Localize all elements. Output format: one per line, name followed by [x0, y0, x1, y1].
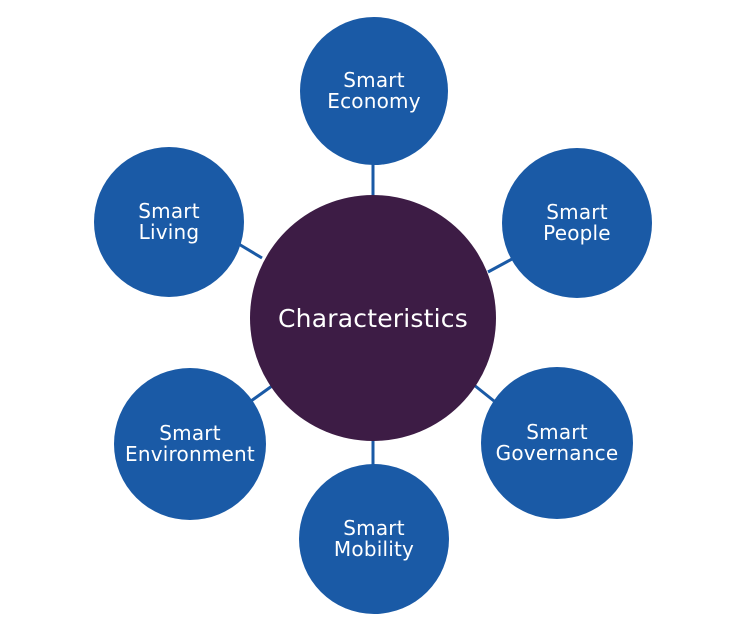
node-label-line2: Environment — [125, 442, 255, 466]
center-node: Characteristics — [250, 195, 496, 441]
node-smart-mobility: Smart Mobility — [299, 464, 449, 614]
node-label-line2: Economy — [327, 89, 421, 113]
node-label-line1: Smart — [159, 421, 221, 445]
node-label-line2: Governance — [495, 441, 619, 465]
node-label-line1: Smart — [138, 199, 200, 223]
node-label-line2: Living — [138, 220, 200, 244]
node-smart-governance: Smart Governance — [481, 367, 633, 519]
node-smart-economy: Smart Economy — [300, 17, 448, 165]
center-label: Characteristics — [278, 303, 468, 333]
connector-people — [487, 257, 513, 274]
node-label-line1: Smart — [526, 420, 588, 444]
connector-living — [236, 241, 263, 260]
node-smart-living: Smart Living — [94, 147, 244, 297]
node-label-line1: Smart — [343, 516, 405, 540]
node-label-line2: Mobility — [333, 537, 415, 561]
connector-governance — [473, 383, 495, 403]
node-smart-people: Smart People — [502, 148, 652, 298]
connector-environment — [250, 384, 273, 403]
node-label-line1: Smart — [343, 68, 405, 92]
node-label-line1: Smart — [546, 200, 608, 224]
node-smart-environment: Smart Environment — [114, 368, 266, 520]
node-label-line2: People — [543, 221, 611, 245]
